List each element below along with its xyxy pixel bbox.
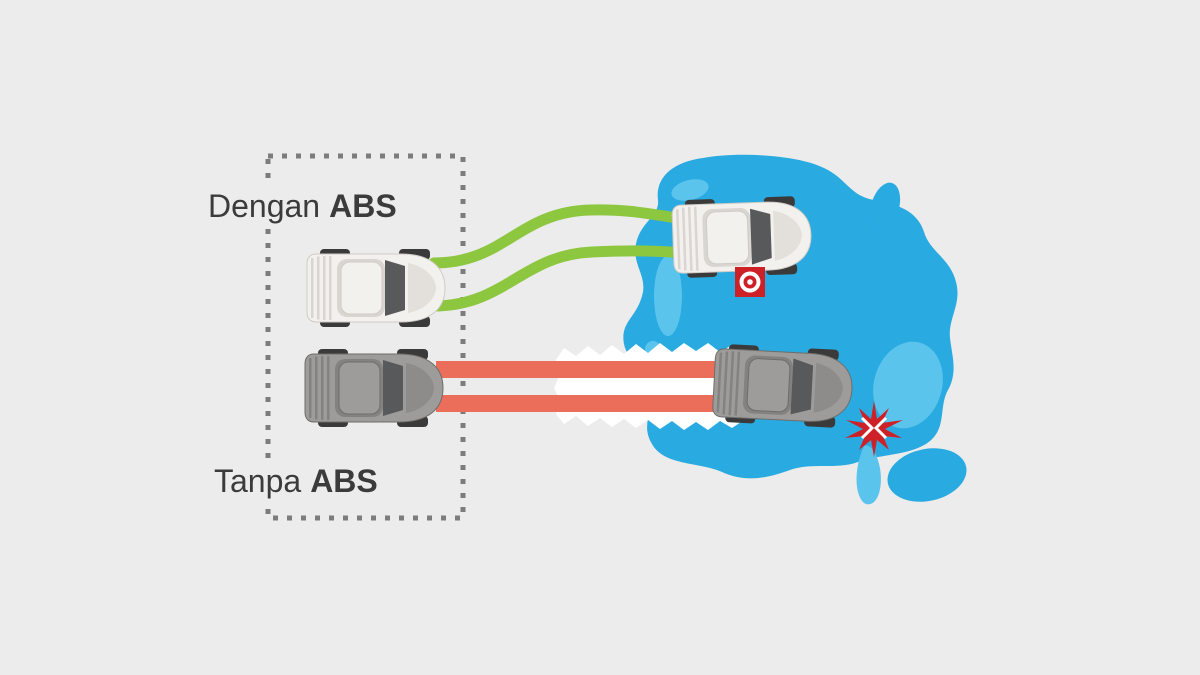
- puddle-highlight-right: [873, 341, 943, 429]
- abs-swerve-tracks: [428, 204, 692, 312]
- target-icon: [735, 267, 765, 297]
- label-without-abs-prefix: Tanpa: [214, 463, 302, 499]
- puddle-drop: [856, 445, 881, 505]
- car-without-abs-end: [711, 342, 855, 430]
- label-without-abs-emphasis: ABS: [310, 463, 378, 499]
- abs-track-bottom: [428, 245, 692, 312]
- label-with-abs-emphasis: ABS: [329, 188, 397, 224]
- label-with-abs-prefix: Dengan: [208, 188, 321, 224]
- crash-icon: [845, 401, 903, 457]
- puddle-splash-bottom-right: [887, 448, 967, 502]
- puddle-highlight-left: [654, 256, 682, 336]
- puddle-highlight-top: [671, 179, 709, 201]
- car-without-abs-start: [304, 348, 444, 428]
- no-abs-track-bottom: [436, 395, 726, 412]
- abs-track-top: [428, 204, 690, 269]
- no-abs-track-top: [436, 361, 726, 378]
- no-abs-skid-tracks: [436, 361, 726, 412]
- car-with-abs-start: [306, 248, 446, 328]
- puddle-splash-top-right: [869, 182, 901, 232]
- car-with-abs-end: [671, 195, 813, 279]
